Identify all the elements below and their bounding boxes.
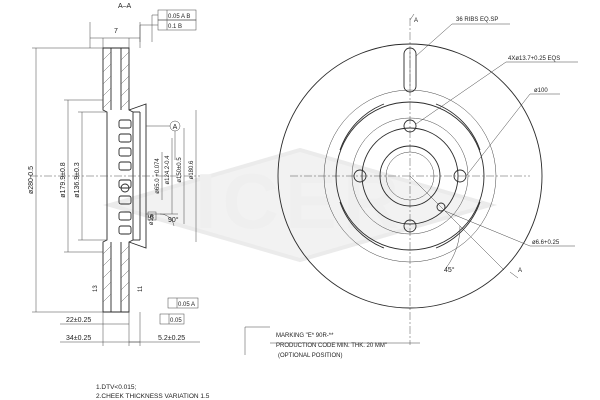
notes-block: 1.DTV<0.015; 2.CHEEK THICKNESS VARIATION… — [96, 384, 210, 400]
marking-note: MARKING "E* 90R-** PRODUCTION CODE MIN. … — [244, 326, 420, 359]
angle-90: 90° — [168, 216, 179, 224]
dia-136: ø136.9±0.3 — [74, 162, 81, 197]
holes-label: 4Xø13.7+0.25 EQS — [508, 56, 560, 62]
gdt-bottom-2: 0.05 — [170, 318, 182, 324]
thickness-22: 22±0.25 — [66, 317, 91, 324]
hole2-label: ø6.6+0.25 — [532, 240, 560, 246]
note-1: 1.DTV<0.015; — [96, 384, 136, 391]
thickness-5-2: 5.2±0.25 — [158, 335, 185, 342]
front-label-a-bottom: A — [518, 268, 522, 274]
pcd-label: ø100 — [534, 88, 548, 94]
dia-150: ø150±0.5 — [177, 157, 183, 183]
gdt-top-1: 0.05 A B — [168, 14, 190, 20]
disc-outer — [277, 43, 543, 309]
dia-15: ø15 — [149, 214, 155, 225]
datum-b-label: B — [150, 215, 154, 221]
locator-hole — [436, 202, 446, 212]
small-dim-11: 11 — [138, 285, 144, 292]
note-2: 2.CHEEK THICKNESS VARIATION 1.5 — [96, 393, 210, 400]
section-title: A–A — [118, 3, 132, 10]
width-top-dim: 7 — [114, 28, 118, 35]
gdt-frame-top: 0.05 A B 0.1 B — [139, 9, 197, 42]
watermark-logo: ICER — [102, 147, 498, 263]
dia-180: ø180.6 — [189, 160, 195, 179]
front-view: A A 36 RIBS EQ.SP — [277, 13, 578, 345]
section-hatching — [102, 51, 130, 303]
dia-280: ø280-0.5 — [28, 166, 35, 194]
dia-124: ø124.2-0.4 — [165, 155, 171, 185]
rib-slot — [403, 47, 417, 93]
front-label-a-top: A — [414, 18, 418, 24]
thickness-34: 34±0.25 — [66, 335, 91, 342]
watermark-text: ICER — [195, 157, 405, 245]
bolt-hole — [403, 119, 417, 133]
bolt-hole — [353, 169, 367, 183]
gdt-frame-bottom: 0.05 A 0.05 — [159, 297, 199, 325]
diameter-dims: ø280-0.5 ø179.9±0.8 ø136.9±0.3 ø65.0 +0.… — [28, 47, 197, 313]
thickness-dims: 22±0.25 34±0.25 5.2±0.25 — [60, 312, 200, 346]
section-view: A–A 0.05 A B 0.1 B 7 — [28, 3, 200, 346]
hub-detail — [118, 119, 132, 235]
bolt-hole — [403, 219, 417, 233]
marking-line-1: MARKING "E* 90R-** — [276, 333, 334, 339]
datum-a-label: A — [173, 124, 178, 131]
center-bore — [379, 145, 441, 207]
gdt-top-2: 0.1 B — [168, 24, 182, 30]
dia-65: ø65.0 +0.074 — [155, 158, 161, 194]
ribs-label: 36 RIBS EQ.SP — [456, 17, 498, 23]
small-dim-13: 13 — [93, 285, 99, 292]
marking-line-2: PRODUCTION CODE MIN. THK. 20 MM" — [276, 343, 387, 349]
angle-45: 45° — [444, 266, 455, 274]
gdt-bottom-1: 0.05 A — [178, 302, 195, 308]
dia-179: ø179.9±0.8 — [60, 162, 67, 197]
marking-line-3: (OPTIONAL POSITION) — [278, 353, 342, 359]
datum-b-marker — [147, 211, 157, 221]
